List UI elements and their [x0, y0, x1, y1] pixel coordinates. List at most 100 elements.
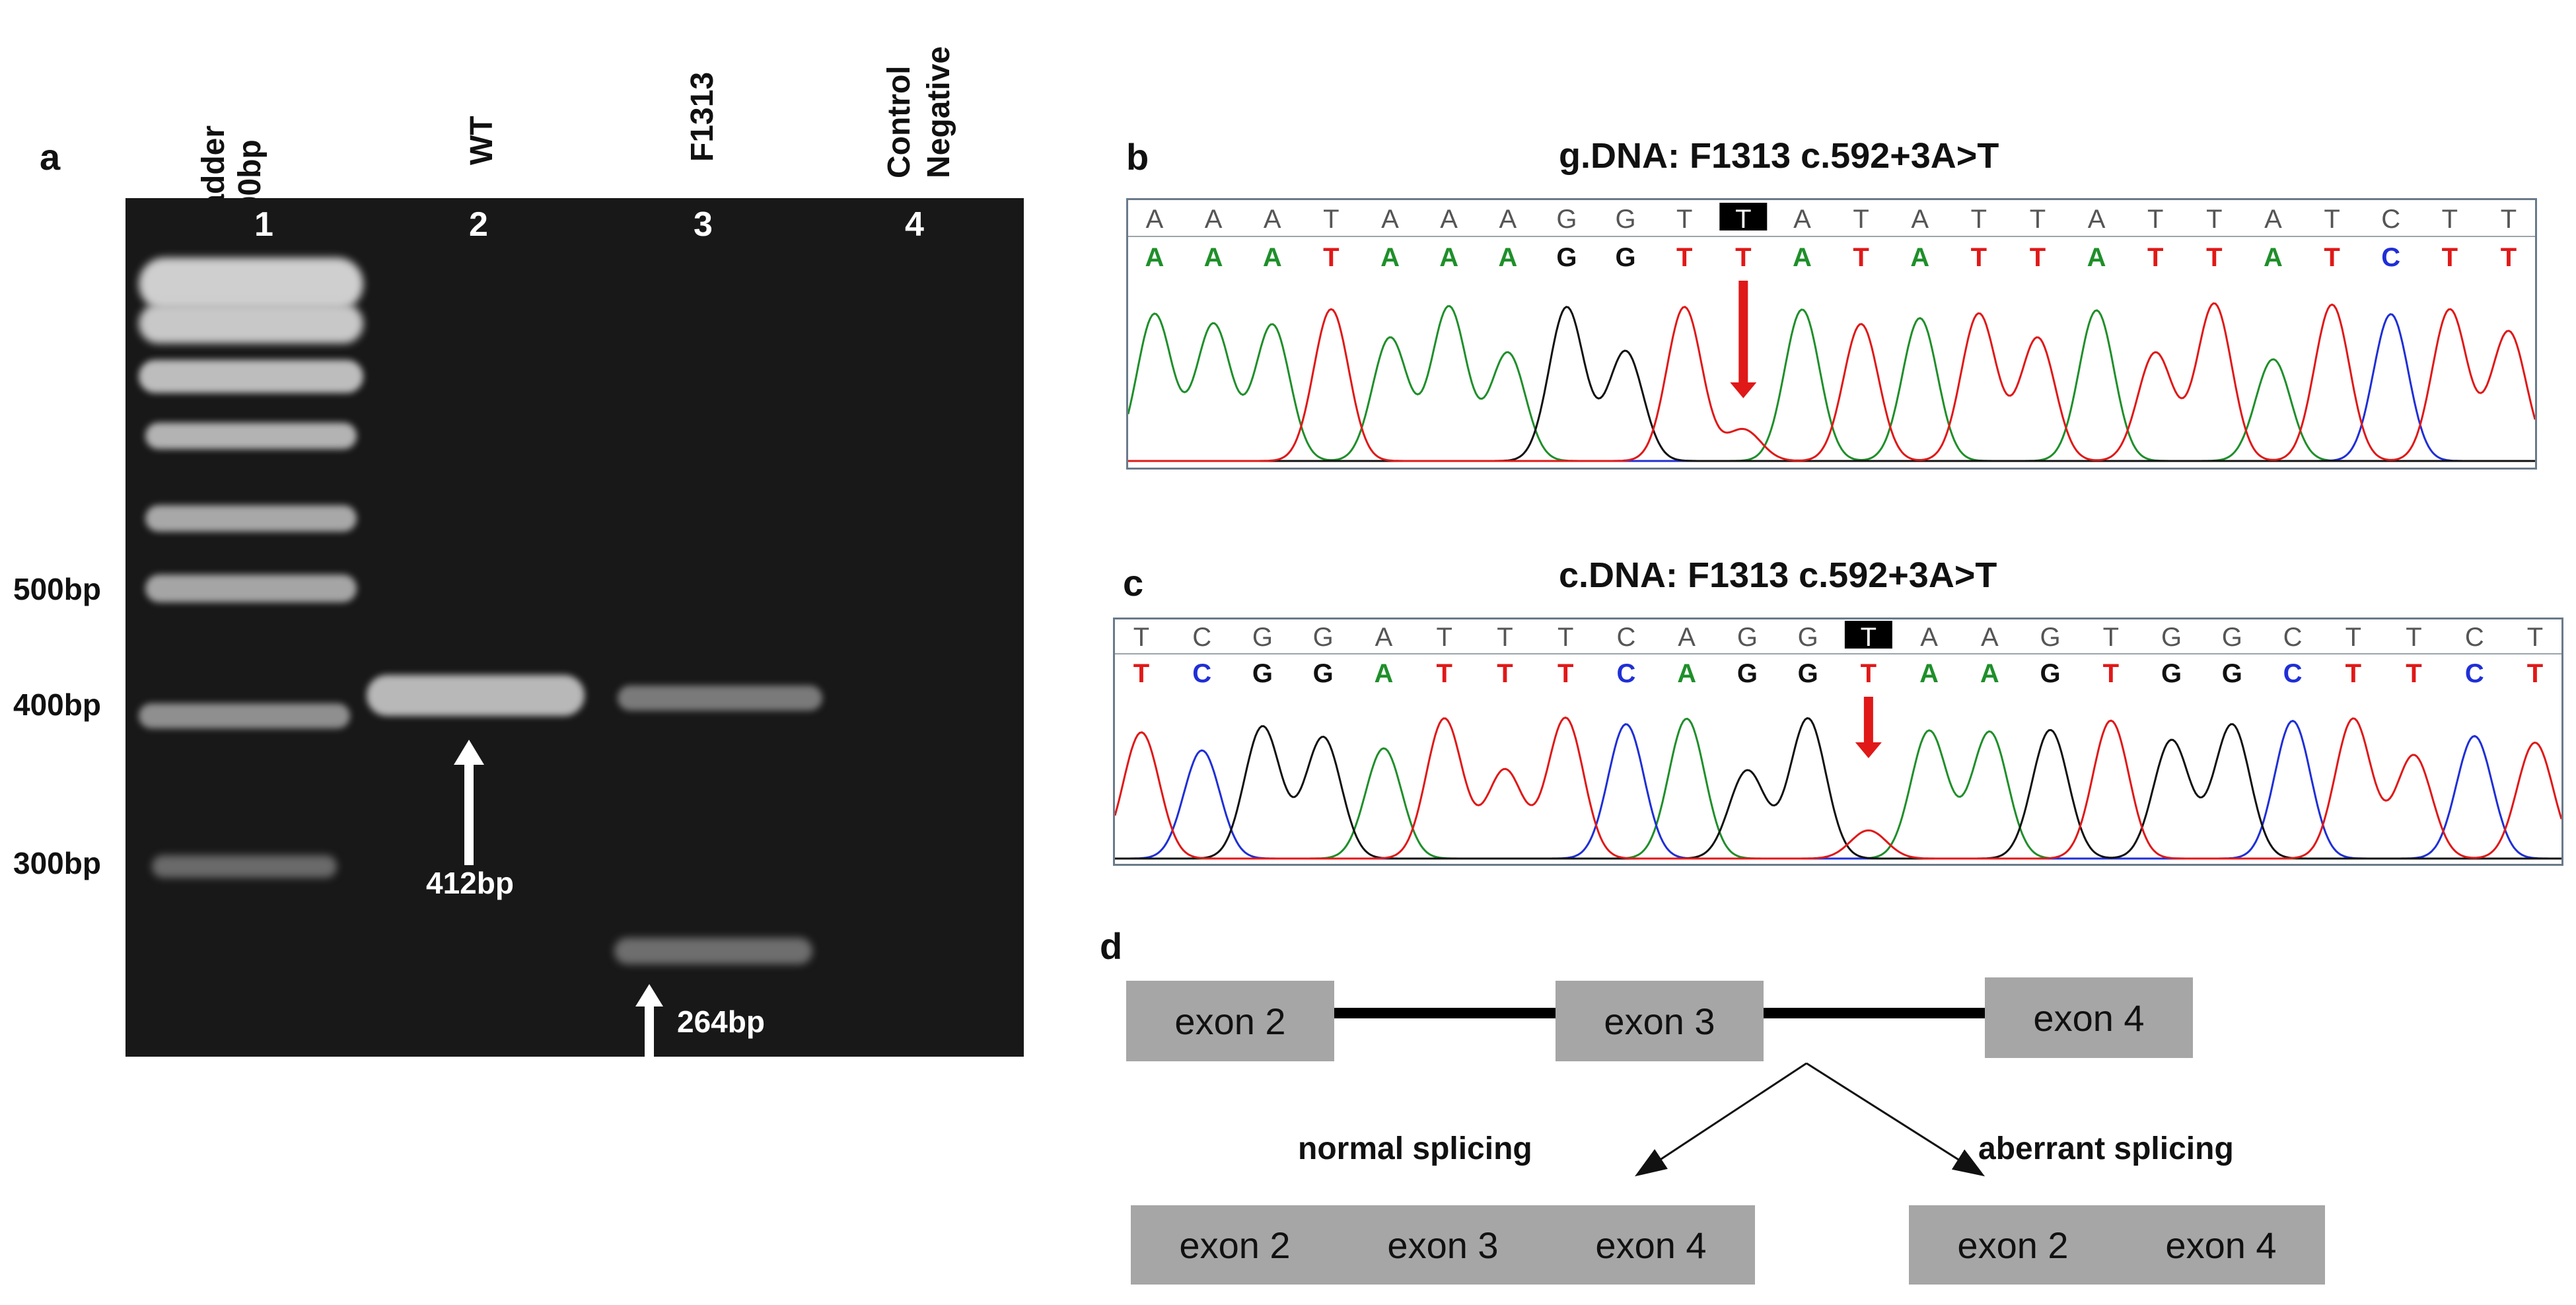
gdna-called-base: G	[1556, 243, 1577, 272]
cdna-called-base: G	[1737, 659, 1758, 688]
cdna-called-base: A	[1919, 659, 1939, 688]
gdna-ref-base: A	[1205, 205, 1223, 234]
lane-header-negative-line2: Negative	[921, 46, 956, 178]
cdna-ref-base: T	[1436, 623, 1452, 652]
cdna-ref-base: C	[2465, 623, 2484, 652]
cdna-called-base: T	[1861, 659, 1877, 688]
panel-c-title: c.DNA: F1313 c.592+3A>T	[1559, 555, 1997, 595]
cdna-ref-base: G	[1798, 623, 1818, 652]
gdna-called-base: A	[1910, 243, 1929, 272]
cdna-ref-base: G	[2040, 623, 2061, 652]
cdna-called-base: G	[1798, 659, 1818, 688]
gdna-ref-base: A	[1264, 205, 1281, 234]
gdna-ref-base: T	[2030, 205, 2046, 234]
cdna-trace-A	[1115, 717, 2561, 860]
intron-line-2	[1764, 1008, 1985, 1018]
gdna-ref-base: A	[1440, 205, 1458, 234]
gdna-ref-base: T	[2442, 205, 2458, 234]
gdna-called-base: A	[2087, 243, 2106, 272]
cdna-ref-base: G	[1252, 623, 1273, 652]
size-label-264bp: 264bp	[677, 1005, 765, 1039]
gdna-called-base: T	[2501, 243, 2517, 272]
cdna-ref-base: A	[1920, 623, 1938, 652]
cdna-called-base: A	[1375, 659, 1394, 688]
ladder-band	[145, 505, 357, 532]
gdna-called-base: G	[1615, 243, 1635, 272]
lane-number-2: 2	[469, 205, 488, 244]
gdna-mutation-arrow-head	[1730, 382, 1757, 398]
cdna-trace-G	[1115, 717, 2561, 860]
gdna-ref-base: A	[1911, 205, 1929, 234]
panel-b-letter: b	[1126, 136, 1149, 178]
gene-exon-3: exon 3	[1556, 981, 1764, 1061]
cdna-mutation-arrow-shaft	[1863, 697, 1873, 744]
gdna-ref-base: T	[2324, 205, 2340, 234]
cdna-ref-base: T	[2345, 623, 2361, 652]
lane-number-3: 3	[694, 205, 713, 244]
cdna-ref-base: G	[2161, 623, 2182, 652]
wt-412bp-band	[367, 675, 585, 716]
gdna-ref-base: T	[1676, 205, 1692, 234]
gdna-called-base: C	[2381, 243, 2400, 272]
gdna-ref-base: C	[2381, 205, 2400, 234]
lane-number-4: 4	[905, 205, 924, 244]
gdna-called-base: T	[1971, 243, 1987, 272]
cdna-called-base: T	[1436, 659, 1452, 688]
gdna-mutation-arrow-shaft	[1738, 281, 1748, 384]
gdna-ref-base: T	[2206, 205, 2222, 234]
gdna-ref-base: A	[1793, 205, 1811, 234]
cdna-called-base: T	[1133, 659, 1149, 688]
aberrant-splicing-label: aberrant splicing	[1978, 1131, 2234, 1166]
cdna-ref-base: T	[1497, 623, 1513, 652]
panel-c-letter: c	[1123, 562, 1144, 604]
cdna-called-base: T	[1557, 659, 1573, 688]
gdna-called-base: T	[1735, 243, 1751, 272]
gdna-called-base: A	[1439, 243, 1458, 272]
cdna-ref-base: T	[2406, 623, 2421, 652]
normal-exon-2: exon 2	[1131, 1205, 1339, 1285]
ladder-band	[139, 360, 363, 393]
lane-header-wt: WT	[464, 86, 499, 165]
gdna-called-base: T	[2442, 243, 2458, 272]
gdna-called-base: A	[1498, 243, 1517, 272]
gdna-called-base: T	[2030, 243, 2046, 272]
gdna-called-base: A	[1204, 243, 1223, 272]
gdna-called-base: A	[1263, 243, 1282, 272]
gdna-ref-base: A	[1381, 205, 1399, 234]
cdna-ref-base: G	[2222, 623, 2242, 652]
cdna-ref-base: G	[1737, 623, 1758, 652]
gdna-trace-A	[1128, 304, 2535, 462]
gdna-called-base: A	[1793, 243, 1812, 272]
normal-exon-4: exon 4	[1547, 1205, 1755, 1285]
lane-header-wt-text: WT	[464, 116, 499, 165]
f1313-264bp-band	[614, 938, 812, 964]
gdna-ref-base: T	[1323, 205, 1339, 234]
gdna-called-base: A	[1145, 243, 1164, 272]
ladder-band-400bp	[139, 703, 350, 728]
ladder-band	[139, 304, 363, 343]
cdna-called-base: G	[1313, 659, 1334, 688]
gdna-called-base: A	[1380, 243, 1400, 272]
gdna-ref-base: T	[1853, 205, 1869, 234]
cdna-called-base: A	[1677, 659, 1696, 688]
size-label-412bp: 412bp	[426, 866, 514, 900]
cdna-called-base: G	[2040, 659, 2061, 688]
cdna-ref-base: T	[2103, 623, 2119, 652]
lane-header-negative: Control	[882, 26, 917, 178]
cdna-highlight-box	[1844, 621, 1892, 649]
cdna-called-base: T	[2345, 659, 2361, 688]
arrow-264bp	[635, 984, 663, 1057]
gdna-ref-base: T	[2147, 205, 2163, 234]
cdna-called-base: C	[1616, 659, 1635, 688]
cdna-ref-base: A	[1981, 623, 1999, 652]
gdna-ref-base: G	[1615, 205, 1635, 234]
lane-number-1: 1	[254, 205, 273, 244]
lane-header-f1313-text: F1313	[685, 71, 720, 162]
cdna-ref-base: C	[2283, 623, 2303, 652]
cdna-called-base: T	[2103, 659, 2119, 688]
normal-splicing-label: normal splicing	[1298, 1131, 1532, 1166]
